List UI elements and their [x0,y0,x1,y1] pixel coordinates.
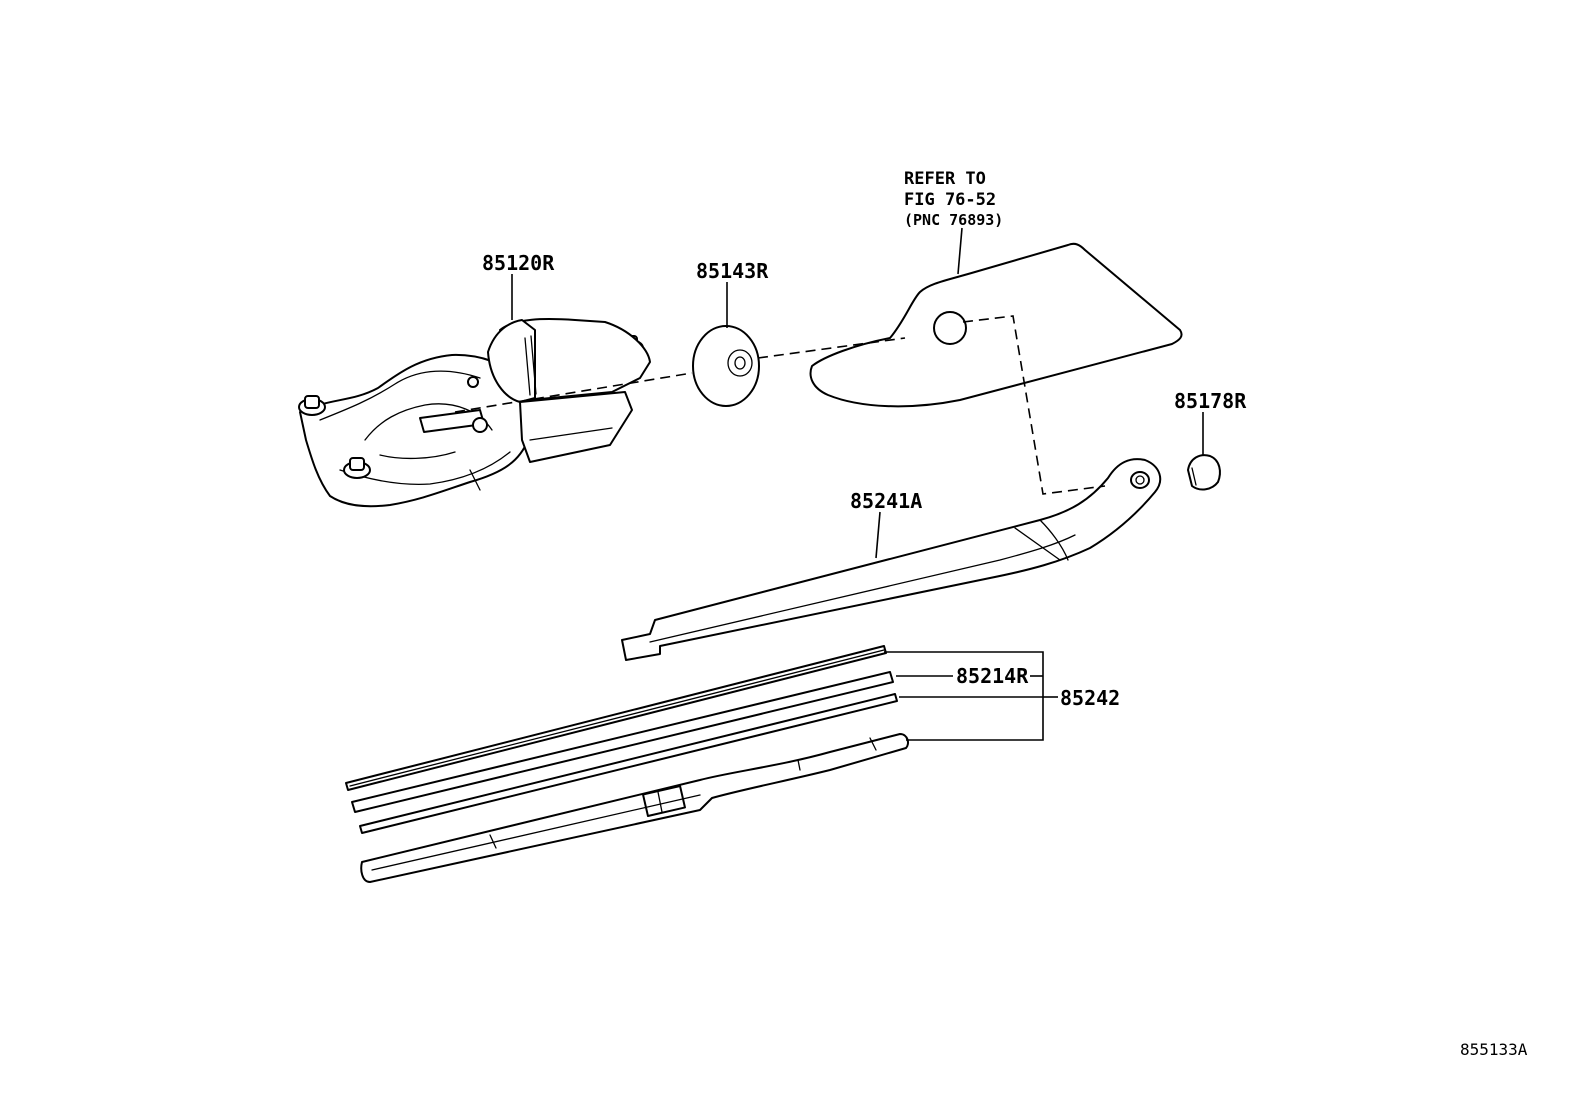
label-85242: 85242 [1060,686,1120,710]
wiper-arm-drawing[interactable] [621,458,1162,661]
blade-rubber-strip-2[interactable] [351,671,894,813]
blade-rubber-strip-3[interactable] [359,693,898,834]
reference-panel-drawing [809,242,1183,408]
refer-note-line2: FIG 76-52 [904,190,996,210]
wiper-blade-drawing[interactable] [360,733,909,883]
refer-note-line3: (PNC 76893) [904,211,1003,229]
label-85178R: 85178R [1174,389,1247,413]
nut-drawing[interactable] [1187,454,1221,491]
refer-note-line1: REFER TO [904,169,986,189]
blade-rubber-strip-1[interactable] [345,645,887,791]
leader-lines [511,227,1204,741]
assembly-dash-lines [454,315,1106,495]
label-85214R: 85214R [956,664,1029,688]
figure-code: 855133A [1460,1040,1528,1059]
label-85143R: 85143R [696,259,769,283]
label-85241A: 85241A [850,489,922,513]
pivot-cap-drawing[interactable] [692,325,760,407]
wiper-motor-drawing[interactable] [298,318,651,508]
label-85120R: 85120R [482,251,555,275]
